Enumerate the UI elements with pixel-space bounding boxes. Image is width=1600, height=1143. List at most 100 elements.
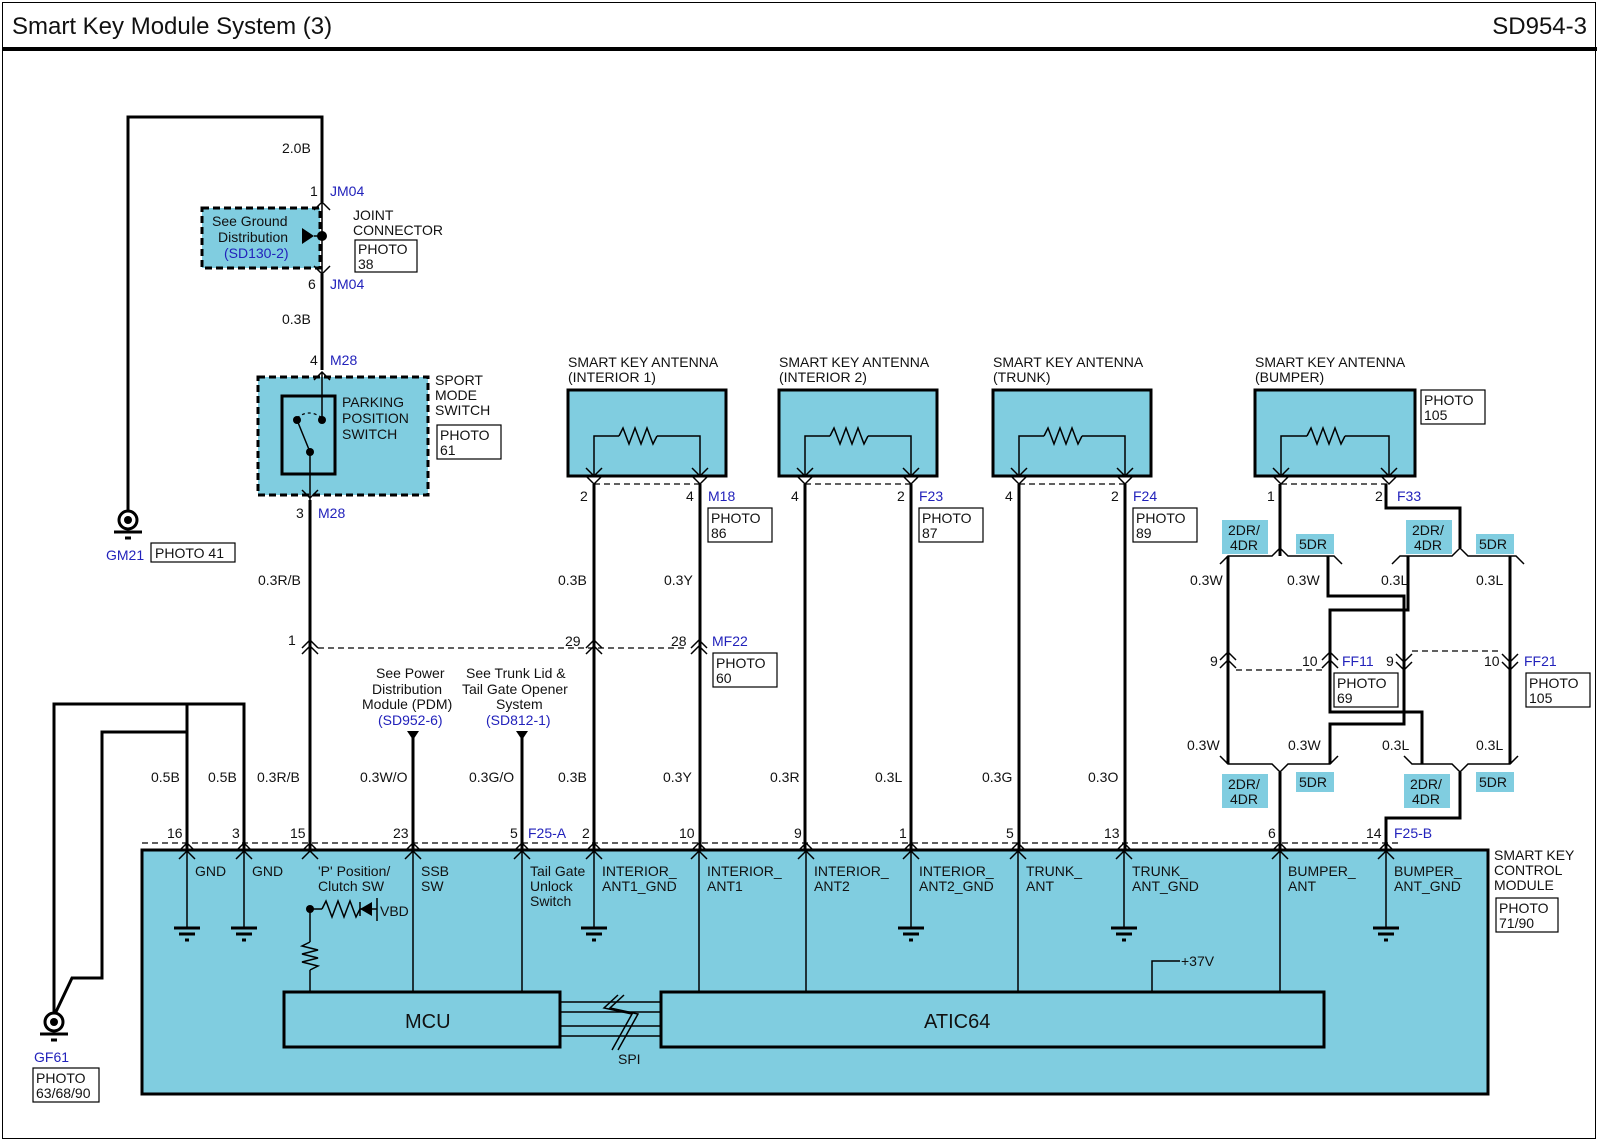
pin-number: 1: [310, 183, 318, 199]
photo-ref-text: PHOTO: [1529, 675, 1579, 691]
wire-label: 0.3B: [558, 769, 587, 785]
pin-number: 3: [232, 825, 240, 841]
ref-arrow-icon: [516, 731, 528, 740]
pin-function: ANT_GND: [1394, 878, 1461, 894]
spi-bus: [560, 994, 661, 1051]
pin-function: INTERIOR_: [707, 863, 782, 879]
photo-ref-text: 60: [716, 670, 732, 686]
connector-id: F25-A: [528, 825, 567, 841]
wire-gnd-16b: [52, 730, 189, 1017]
pin-number: 2: [1375, 488, 1383, 504]
photo-ref: [1132, 507, 1198, 543]
pin-function: ANT: [1288, 878, 1316, 894]
variant-tag-text: 5DR: [1479, 536, 1507, 552]
variant-tag-text: 5DR: [1299, 774, 1327, 790]
pin-function: GND: [195, 863, 226, 879]
photo-ref: [1420, 389, 1486, 425]
variant-tag-text: 5DR: [1479, 774, 1507, 790]
pin-number: 28: [671, 633, 687, 649]
wire-label: 0.3Y: [664, 572, 693, 588]
antenna-box: [777, 388, 939, 478]
photo-ref-text: PHOTO: [1424, 392, 1474, 408]
component-name: SPORT: [435, 372, 483, 388]
ground-label: GF61: [34, 1049, 69, 1065]
photo-ref-text: PHOTO: [36, 1070, 86, 1086]
connector-id: F25-B: [1394, 825, 1432, 841]
variant-tag-text: 5DR: [1299, 536, 1327, 552]
pin-function: ANT2: [814, 878, 850, 894]
pin-number: 6: [308, 276, 316, 292]
variant-tag-2dr-4dr: [1406, 520, 1452, 554]
wire-gm21: [126, 115, 324, 520]
ref-link-sd952-6[interactable]: (SD952-6): [378, 712, 443, 728]
antenna-subtitle: (TRUNK): [993, 369, 1051, 385]
pin-function: SW: [421, 878, 444, 894]
wire-label: 0.5B: [151, 769, 180, 785]
photo-ref-text: 87: [922, 525, 938, 541]
pin-function: INTERIOR_: [602, 863, 677, 879]
pin-function: INTERIOR_: [814, 863, 889, 879]
pin-function: TRUNK_: [1132, 863, 1188, 879]
ref-text: Module (PDM): [362, 696, 452, 712]
pin-number: 4: [791, 488, 799, 504]
antenna-box: [1253, 388, 1417, 478]
pin-number: 9: [1386, 653, 1394, 669]
antenna-title: SMART KEY ANTENNA: [779, 354, 930, 370]
variant-tag-5dr: [1296, 534, 1334, 554]
photo-ref: [1525, 672, 1591, 708]
pin-function: Tail Gate: [530, 863, 585, 879]
photo-ref-text: PHOTO: [1337, 675, 1387, 691]
pin-number: 10: [1484, 653, 1500, 669]
wire-label: 0.3W: [1288, 737, 1321, 753]
pin-number: 2: [580, 488, 588, 504]
photo-ref-text: 69: [1337, 690, 1353, 706]
ref-link-sd812-1[interactable]: (SD812-1): [486, 712, 551, 728]
connector-id: M28: [318, 505, 345, 521]
antenna-box: [566, 388, 728, 478]
pin-number: 4: [686, 488, 694, 504]
atic64-block: [659, 990, 1326, 1049]
pin-number: 3: [296, 505, 304, 521]
component-name: SWITCH: [342, 426, 397, 442]
pin-number: 1: [288, 632, 296, 648]
component-name: PARKING: [342, 394, 404, 410]
antenna-subtitle: (INTERIOR 1): [568, 369, 656, 385]
ref-text: System: [496, 696, 543, 712]
module-name: MODULE: [1494, 877, 1554, 893]
connector-id: MF22: [712, 633, 748, 649]
variant-tag-text: 2DR/: [1228, 522, 1260, 538]
wire-label: 0.3W: [1287, 572, 1320, 588]
variant-tag-text: 4DR: [1230, 537, 1258, 553]
ground-label: GM21: [106, 547, 144, 563]
connector-id: F24: [1133, 488, 1157, 504]
wire-label: 0.3W/O: [360, 769, 408, 785]
spi-label: SPI: [618, 1051, 641, 1067]
ground-gm21-icon: [114, 509, 142, 540]
photo-ref: [1495, 897, 1559, 933]
photo-ref-text: PHOTO: [1499, 900, 1549, 916]
connector-id: M18: [708, 488, 735, 504]
antenna-title: SMART KEY ANTENNA: [1255, 354, 1406, 370]
ref-link-sd130-2[interactable]: (SD130-2): [224, 245, 289, 261]
pin-number: 2: [897, 488, 905, 504]
pin-number: 16: [167, 825, 183, 841]
pin-number: 9: [794, 825, 802, 841]
ref-text: Tail Gate Opener: [462, 681, 568, 697]
photo-ref: [150, 542, 236, 563]
pin-number: 5: [510, 825, 518, 841]
wire-gnd-3: [52, 702, 246, 1016]
wire-label: 0.3L: [1476, 737, 1503, 753]
variant-tag-5dr: [1476, 534, 1514, 554]
antenna-box: [991, 388, 1153, 478]
ref-text: See Ground: [212, 213, 288, 229]
pin-function: ANT_GND: [1132, 878, 1199, 894]
pin-function: ANT1: [707, 878, 743, 894]
